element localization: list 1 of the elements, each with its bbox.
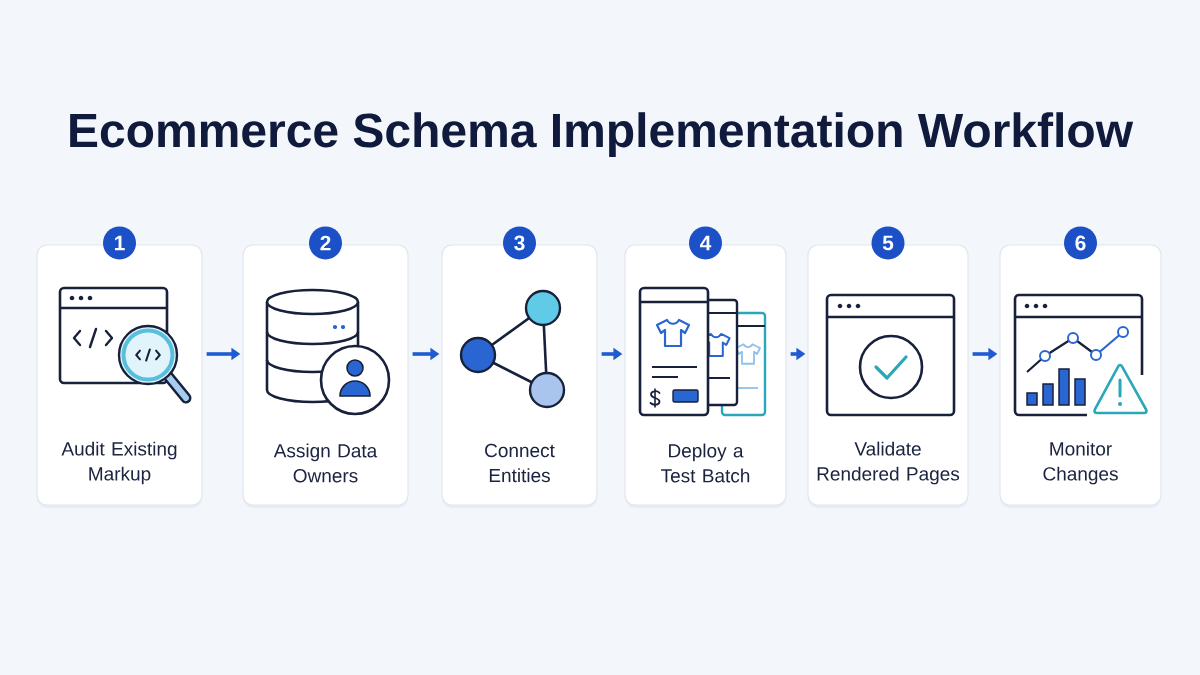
title: Ecommerce Schema Implementation Workflow	[70, 112, 1134, 157]
